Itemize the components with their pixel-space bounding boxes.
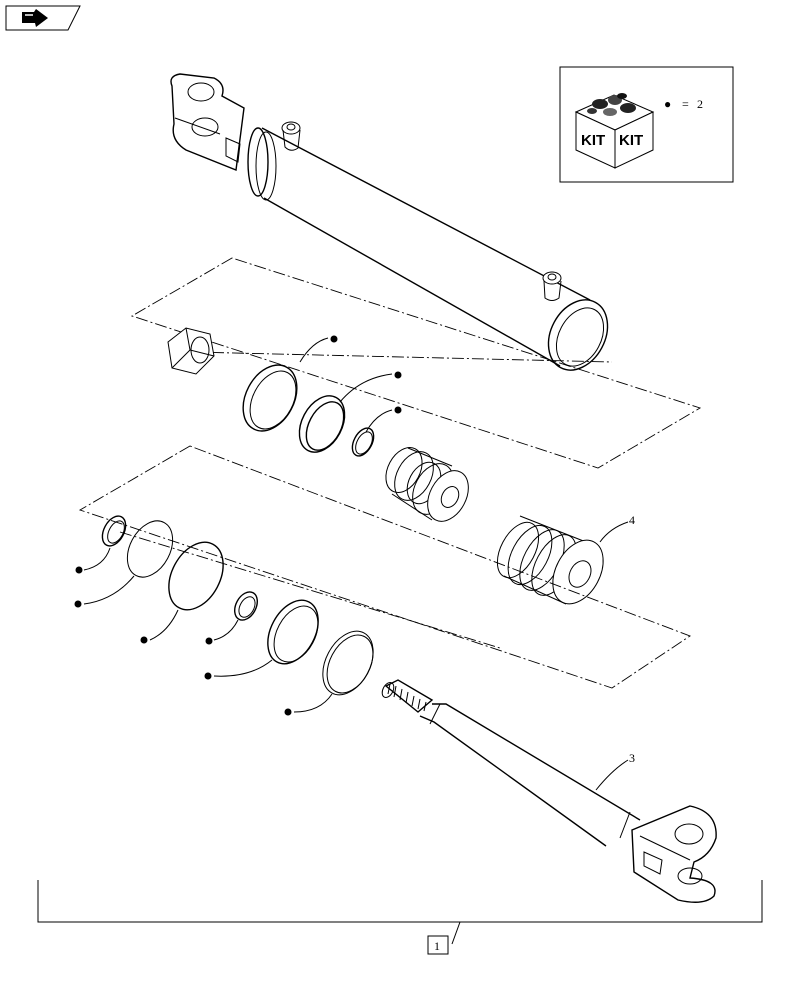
kit-marker-dot: [74, 600, 82, 608]
kit-marker: ●: [664, 97, 671, 111]
kit-label-right: KIT: [619, 132, 643, 149]
gland-backup-ring: [168, 541, 224, 611]
lower-alignment-frame: [78, 445, 691, 689]
kit-legend: KIT KIT ● = 2: [559, 66, 734, 183]
next-page-button[interactable]: [5, 5, 81, 31]
upper-wear-ring: [242, 364, 298, 432]
kit-item-number: 2: [697, 97, 703, 111]
kit-marker-dot: [205, 637, 213, 645]
kit-marker-dot: [75, 566, 83, 574]
kit-markers: [74, 335, 402, 716]
rod-wear-ring: [322, 630, 374, 696]
kit-box-icon: KIT KIT: [574, 93, 655, 169]
kit-marker-dot: [204, 672, 212, 680]
rod-o-ring: [234, 591, 258, 621]
piston-seal-assembly: 4: [496, 513, 635, 605]
callout-assembly: 1: [434, 939, 440, 953]
piston-rod: 3: [381, 679, 717, 903]
kit-marker-dot: [284, 708, 292, 716]
upper-centerline: [191, 351, 613, 363]
lower-centerline: [119, 531, 501, 649]
kit-equals: =: [682, 97, 689, 111]
upper-o-ring: [351, 427, 375, 457]
upper-alignment-frame: [130, 257, 702, 469]
rod-wiper: [101, 515, 127, 547]
rod-seal: [267, 599, 319, 665]
hex-nut: [167, 327, 215, 375]
kit-marker-dot: [330, 335, 338, 343]
kit-marker-dot: [394, 371, 402, 379]
callout-piston-rod: 3: [629, 751, 635, 765]
upper-piston-seal: [298, 395, 346, 453]
assembly-bracket: 1: [37, 880, 763, 955]
cylinder-barrel: [170, 73, 609, 371]
kit-marker-dot: [140, 636, 148, 644]
piston: [385, 447, 469, 522]
kit-marker-dot: [394, 406, 402, 414]
next-page-arrow-icon: [22, 9, 48, 27]
kit-label-left: KIT: [581, 132, 605, 149]
gland-o-ring: [126, 520, 174, 578]
callout-piston-seal: 4: [629, 513, 635, 527]
